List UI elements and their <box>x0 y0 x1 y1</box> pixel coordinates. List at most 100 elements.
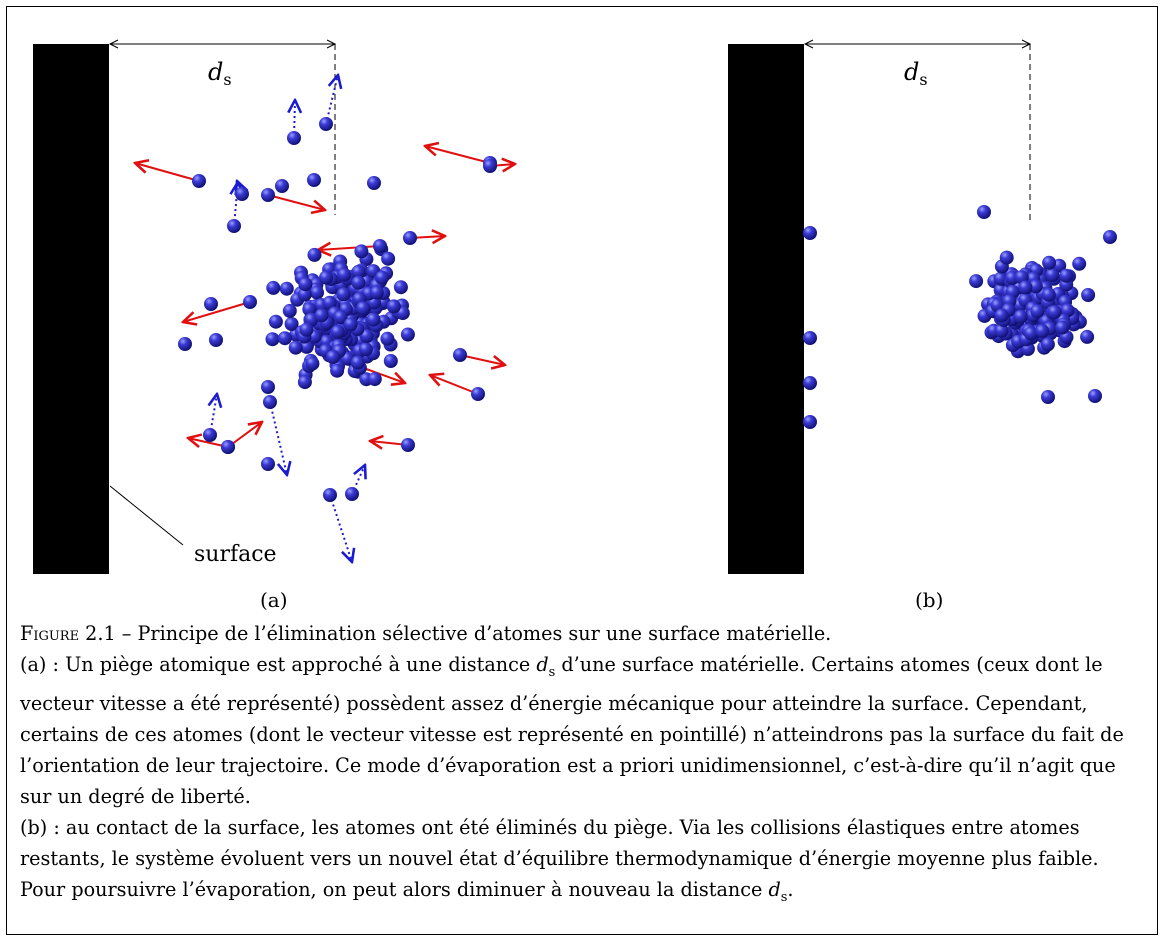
atom <box>275 179 289 193</box>
atom <box>994 308 1009 323</box>
panel-a: ds surface <box>33 39 515 574</box>
atom <box>227 219 241 233</box>
atom <box>994 323 1009 338</box>
atom <box>322 295 337 310</box>
atom <box>297 287 312 302</box>
velocity-arrow <box>459 354 505 365</box>
atom <box>268 314 283 329</box>
atom <box>330 363 345 378</box>
atom <box>302 302 317 317</box>
atom <box>266 280 281 295</box>
atom <box>354 244 369 259</box>
atom <box>383 354 398 368</box>
subfigure-label-a: (a) <box>260 588 288 612</box>
dimension-label-a: ds <box>208 58 232 89</box>
caption-title-line: Figure 2.1 – Principe de l’élimination s… <box>20 618 1140 649</box>
atom <box>1041 390 1055 404</box>
atom <box>1041 287 1056 302</box>
atom <box>483 159 497 173</box>
atom <box>1023 326 1038 341</box>
atom <box>803 376 817 390</box>
atom <box>337 267 352 282</box>
atom <box>358 342 373 357</box>
atom <box>221 440 235 454</box>
atom <box>323 488 337 502</box>
atom <box>326 350 340 364</box>
atom <box>345 487 359 501</box>
atom <box>381 251 396 266</box>
atom <box>209 333 223 347</box>
atom <box>1035 324 1050 338</box>
atom <box>307 173 321 187</box>
atom <box>1055 320 1070 335</box>
caption-title: – Principe de l’élimination sélective d’… <box>121 622 832 645</box>
atom <box>243 295 257 309</box>
atom <box>1013 309 1028 324</box>
atom <box>263 395 277 409</box>
atom <box>400 327 415 342</box>
atom <box>401 438 415 452</box>
atom <box>288 340 303 355</box>
atom <box>330 324 345 339</box>
atom <box>287 131 301 145</box>
atom <box>1047 305 1062 319</box>
atom <box>1081 288 1096 302</box>
atom <box>373 239 387 253</box>
atom <box>1028 279 1043 294</box>
velocity-arrow <box>318 246 381 250</box>
atom <box>333 310 348 325</box>
atom <box>380 331 395 346</box>
atom <box>265 332 280 347</box>
atom <box>203 428 217 442</box>
atom <box>367 372 382 387</box>
atom <box>471 387 485 401</box>
atom <box>343 317 358 332</box>
atom <box>235 187 249 201</box>
figure-frame <box>6 6 1158 935</box>
caption-paragraph-b: (b) : au contact de la surface, les atom… <box>20 815 1099 905</box>
atom <box>261 380 275 394</box>
atom <box>1042 255 1057 270</box>
atom <box>999 250 1014 265</box>
surface-label: surface <box>194 542 277 567</box>
atom <box>299 322 314 337</box>
atom <box>803 415 817 429</box>
atom-cloud-b <box>803 205 1117 429</box>
atom <box>336 287 351 302</box>
atom <box>310 285 324 300</box>
velocity-arrow-dotted <box>325 75 338 125</box>
subfigure-label-b: (b) <box>915 588 944 612</box>
atom <box>351 275 366 290</box>
atom <box>803 331 817 345</box>
atom <box>178 337 192 351</box>
caption-paragraph-a: (a) : Un piège atomique est approché à u… <box>20 653 1124 808</box>
atom <box>204 297 218 311</box>
atom <box>369 285 384 300</box>
velocity-arrow <box>267 194 325 210</box>
surface-wall-a <box>33 44 109 574</box>
velocity-arrow <box>430 375 479 395</box>
atom <box>1040 337 1055 352</box>
atom <box>1072 256 1087 271</box>
atom <box>319 117 333 131</box>
atom <box>351 264 366 279</box>
atom <box>305 356 320 371</box>
atom <box>367 176 381 190</box>
atom <box>319 270 333 285</box>
velocity-arrow <box>425 146 491 164</box>
atom <box>1018 280 1033 295</box>
atom <box>277 331 292 346</box>
dimension-arrowhead-left-b <box>803 39 814 49</box>
atom <box>282 303 297 318</box>
atom <box>261 457 275 471</box>
atom <box>403 231 417 245</box>
atom <box>356 301 371 316</box>
atom <box>1080 329 1095 344</box>
atom <box>314 308 329 323</box>
panel-b: ds <box>728 39 1117 574</box>
atom <box>1103 230 1117 244</box>
atom <box>192 174 206 188</box>
velocity-arrow <box>135 163 200 182</box>
surface-pointer-line <box>109 485 184 546</box>
